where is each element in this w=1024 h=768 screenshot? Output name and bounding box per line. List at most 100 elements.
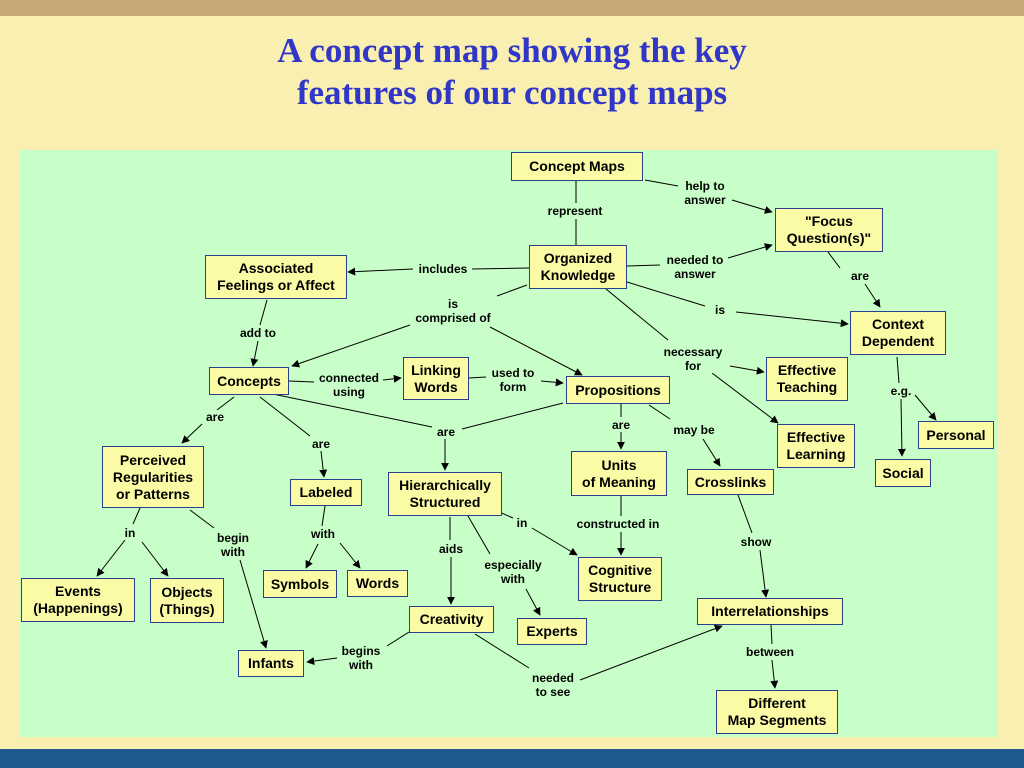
- slide-title: A concept map showing the key features o…: [112, 30, 912, 114]
- label-constructed-in: constructed in: [574, 517, 662, 531]
- node-words: Words: [347, 570, 408, 597]
- label-connected-using: connected using: [316, 371, 382, 399]
- edge-especially-experts: [525, 588, 541, 616]
- node-creativity: Creativity: [409, 606, 494, 633]
- edge-connected-linking: [382, 374, 402, 383]
- node-focus-questions: "Focus Question(s)": [775, 208, 883, 252]
- edge-eg-personal: [914, 394, 937, 421]
- edge-may-be-crosslinks: [702, 438, 721, 467]
- label-is-context: is: [712, 303, 728, 317]
- label-represent: represent: [545, 204, 605, 218]
- edge-comprised-propositions: [489, 326, 583, 376]
- edge-are-perceived: [181, 423, 203, 444]
- edge-propositions-may-be: [648, 404, 671, 420]
- node-different-map-segments: Different Map Segments: [716, 690, 838, 734]
- edge-used-propositions: [540, 378, 564, 387]
- edge-comprised-concepts: [291, 324, 411, 368]
- label-aids: aids: [436, 542, 466, 556]
- label-used-to-form: used to form: [489, 366, 537, 394]
- edge-organized-needed: [626, 264, 661, 267]
- edge-concepts-are-hierarchical: [267, 392, 433, 428]
- label-includes: includes: [416, 262, 470, 276]
- label-necessary-for: necessary for: [661, 345, 725, 373]
- label-begin-with: begin with: [215, 531, 251, 559]
- title-line-2: features of our concept maps: [296, 73, 728, 112]
- edge-concepts-connected: [288, 380, 315, 383]
- label-are-perceived: are: [203, 410, 227, 424]
- edge-feelings-add-to: [259, 299, 268, 326]
- edge-needed-see-interrelationships: [579, 624, 723, 681]
- edge-labeled-with: [321, 505, 326, 527]
- node-cognitive-structure: Cognitive Structure: [578, 557, 662, 601]
- label-may-be: may be: [671, 423, 717, 437]
- edge-concepts-are-perceived: [216, 396, 235, 411]
- edge-in-cognitive: [531, 527, 578, 556]
- edge-propositions-are-hierarchical: [461, 402, 564, 430]
- node-hierarchically-structured: Hierarchically Structured: [388, 472, 502, 516]
- label-help-to-answer: help to answer: [682, 179, 728, 207]
- edge-perceived-in: [132, 507, 141, 525]
- edge-hierarchical-especially: [467, 515, 491, 555]
- node-concepts: Concepts: [209, 367, 289, 395]
- label-in-cognitive: in: [514, 516, 530, 530]
- edge-necessary-teaching: [729, 365, 765, 375]
- node-events: Events (Happenings): [21, 578, 135, 622]
- edge-perceived-begin: [189, 509, 215, 529]
- label-begins-with: begins with: [339, 644, 383, 672]
- edge-eg-social: [897, 398, 906, 457]
- node-linking-words: Linking Words: [403, 357, 469, 400]
- edge-begin-infants: [239, 559, 268, 649]
- edge-organized-is: [626, 281, 706, 307]
- node-labeled: Labeled: [290, 479, 362, 506]
- title-line-1: A concept map showing the key: [277, 31, 747, 70]
- label-eg: e.g.: [888, 384, 914, 398]
- node-personal: Personal: [918, 421, 994, 449]
- node-symbols: Symbols: [263, 570, 337, 598]
- edge-are-labeled: [319, 450, 328, 478]
- node-experts: Experts: [517, 618, 587, 645]
- top-band: [0, 0, 1024, 16]
- label-in-events: in: [122, 526, 138, 540]
- edge-focus-are: [827, 251, 841, 269]
- node-concept-maps: Concept Maps: [511, 152, 643, 181]
- edge-crosslinks-show: [737, 494, 753, 534]
- node-organized-knowledge: Organized Knowledge: [529, 245, 627, 289]
- node-objects: Objects (Things): [150, 578, 224, 623]
- label-between: between: [743, 645, 797, 659]
- label-are-labeled: are: [309, 437, 333, 451]
- edge-with-symbols: [305, 543, 319, 569]
- edge-needed-focus: [727, 243, 773, 259]
- node-effective-learning: Effective Learning: [777, 424, 855, 468]
- node-perceived-regularities: Perceived Regularities or Patterns: [102, 446, 204, 508]
- node-crosslinks: Crosslinks: [687, 469, 774, 495]
- edge-organized-necessary: [605, 288, 669, 341]
- edge-begins-infants: [306, 657, 338, 666]
- edge-with-words: [339, 542, 361, 569]
- node-propositions: Propositions: [566, 376, 670, 404]
- edge-necessary-learning: [711, 372, 779, 424]
- edge-is-context: [735, 311, 849, 328]
- edge-includes-feelings: [347, 267, 414, 276]
- node-interrelationships: Interrelationships: [697, 598, 843, 625]
- node-associated-feelings: Associated Feelings or Affect: [205, 255, 347, 299]
- label-are-focus: are: [848, 269, 872, 283]
- label-with: with: [309, 527, 337, 541]
- label-needed-to-answer: needed to answer: [664, 253, 726, 281]
- node-infants: Infants: [238, 650, 304, 677]
- edge-linking-used: [468, 376, 487, 379]
- label-show: show: [738, 535, 774, 549]
- node-units-of-meaning: Units of Meaning: [571, 451, 667, 496]
- bottom-band: [0, 749, 1024, 768]
- node-context-dependent: Context Dependent: [850, 311, 946, 355]
- edge-concept-maps-help-to: [644, 179, 679, 187]
- edge-context-eg: [896, 356, 900, 384]
- label-are-units: are: [609, 418, 633, 432]
- edge-show-interrelationships: [759, 549, 770, 598]
- edge-creativity-begins: [386, 631, 410, 647]
- edge-add-to-concepts: [250, 340, 259, 367]
- edge-help-to-focus: [731, 199, 773, 214]
- node-effective-teaching: Effective Teaching: [766, 357, 848, 401]
- edge-creativity-needed-see: [474, 633, 530, 669]
- edge-between-segments: [770, 659, 779, 689]
